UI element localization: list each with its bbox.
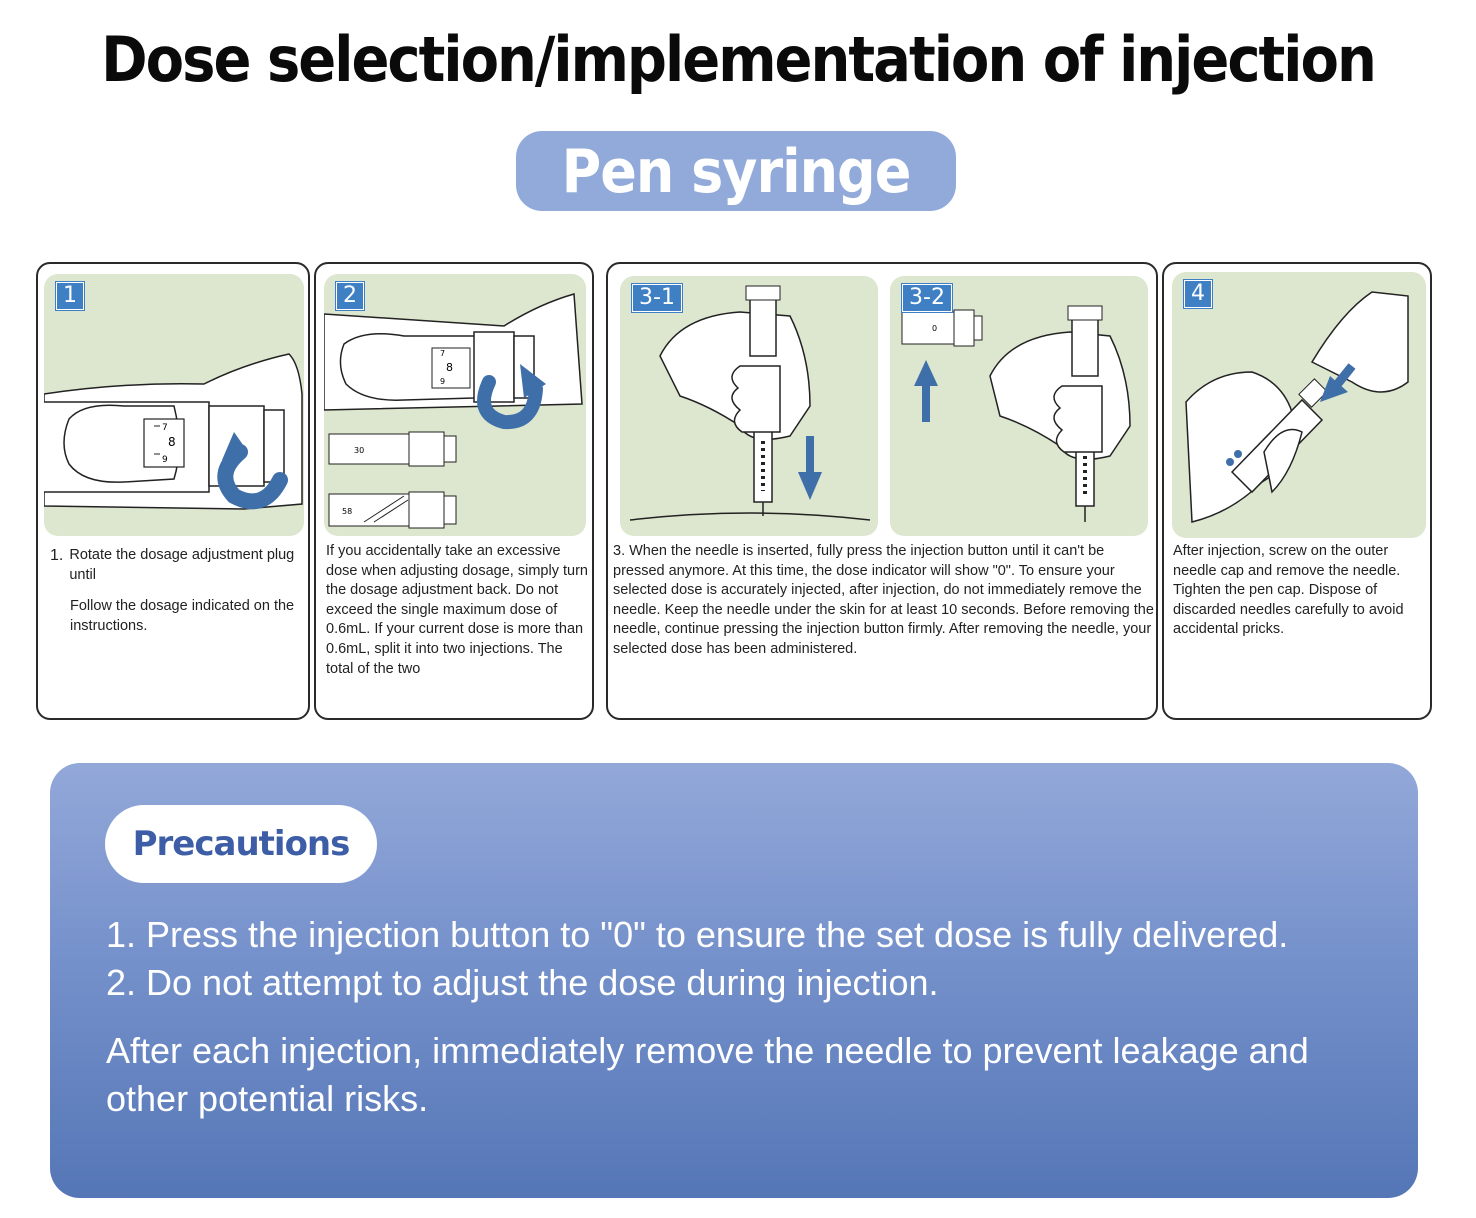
precaution-item-2: 2. Do not attempt to adjust the dose dur… <box>106 962 939 1003</box>
step-card-1: 7 8 9 1 1. Rotate the dosage adjustment … <box>36 262 310 720</box>
page-title: Dose selection/implementation of injecti… <box>101 24 1377 97</box>
dial-label-7b: 7 <box>440 349 445 358</box>
step-badge-1: 1 <box>56 282 84 310</box>
dial-label-9: 9 <box>162 455 168 465</box>
dial-label-58: 58 <box>342 507 352 516</box>
step-1-number: 1. <box>50 547 64 564</box>
hand-pen-icon: 0 <box>901 305 1131 522</box>
pen-dial-icon: 7 8 9 <box>44 353 303 510</box>
step-1-illustration: 7 8 9 1 <box>44 274 304 536</box>
precaution-note: After each injection, immediately remove… <box>106 1030 1309 1119</box>
step-4-text: After injection, screw on the outer need… <box>1173 543 1404 638</box>
step-badge-3-1: 3-1 <box>632 284 682 312</box>
precaution-item-1: 1. Press the injection button to "0" to … <box>106 914 1289 955</box>
dial-label-8: 8 <box>168 435 176 449</box>
step-4-illustration: 4 <box>1172 272 1426 538</box>
step-3-2-illustration: 0 3-2 <box>890 276 1148 536</box>
subtitle-pill: Pen syringe <box>516 131 956 211</box>
step-1-line1: Rotate the dosage adjustment plug until <box>69 547 295 583</box>
step-2-illustration: 7 8 9 30 58 2 <box>324 274 586 536</box>
down-arrow-icon <box>798 472 822 500</box>
down-left-arrow-icon <box>1320 376 1348 402</box>
dial-label-9b: 9 <box>440 377 445 386</box>
dial-label-0: 0 <box>932 324 937 333</box>
hand-pen-icon <box>629 285 871 521</box>
rotate-arrow-icon <box>222 432 248 460</box>
step-3-text: 3. When the needle is inserted, fully pr… <box>613 543 1154 657</box>
precautions-label: Precautions <box>105 805 377 883</box>
needle-cap-icon <box>1185 291 1409 523</box>
dial-label-8b: 8 <box>446 361 453 374</box>
dial-label-7: 7 <box>162 423 168 433</box>
step-1-line2: Follow the dosage indicated on the instr… <box>70 598 295 634</box>
pen-dial-icon: 7 8 9 30 58 <box>324 293 583 529</box>
precautions-box: Precautions 1. Press the injection butto… <box>50 763 1418 1198</box>
dial-label-30: 30 <box>354 446 364 455</box>
step-3-1-illustration: 3-1 <box>620 276 878 536</box>
subtitle-text: Pen syringe <box>561 136 912 206</box>
up-arrow-icon <box>914 360 938 386</box>
step-2-text: If you accidentally take an excessive do… <box>326 543 588 677</box>
step-card-2: 7 8 9 30 58 2 If you accidentally take a… <box>314 262 594 720</box>
step-card-3: 3-1 0 3-2 3. When the needle is inserted… <box>606 262 1158 720</box>
step-1-text: 1. Rotate the dosage adjustment plug unt… <box>50 546 302 636</box>
step-badge-2: 2 <box>336 282 364 310</box>
step-badge-4: 4 <box>1184 280 1212 308</box>
step-badge-3-2: 3-2 <box>902 284 952 312</box>
step-card-4: 4 After injection, screw on the outer ne… <box>1162 262 1432 720</box>
rotate-arrow-icon <box>520 364 546 398</box>
